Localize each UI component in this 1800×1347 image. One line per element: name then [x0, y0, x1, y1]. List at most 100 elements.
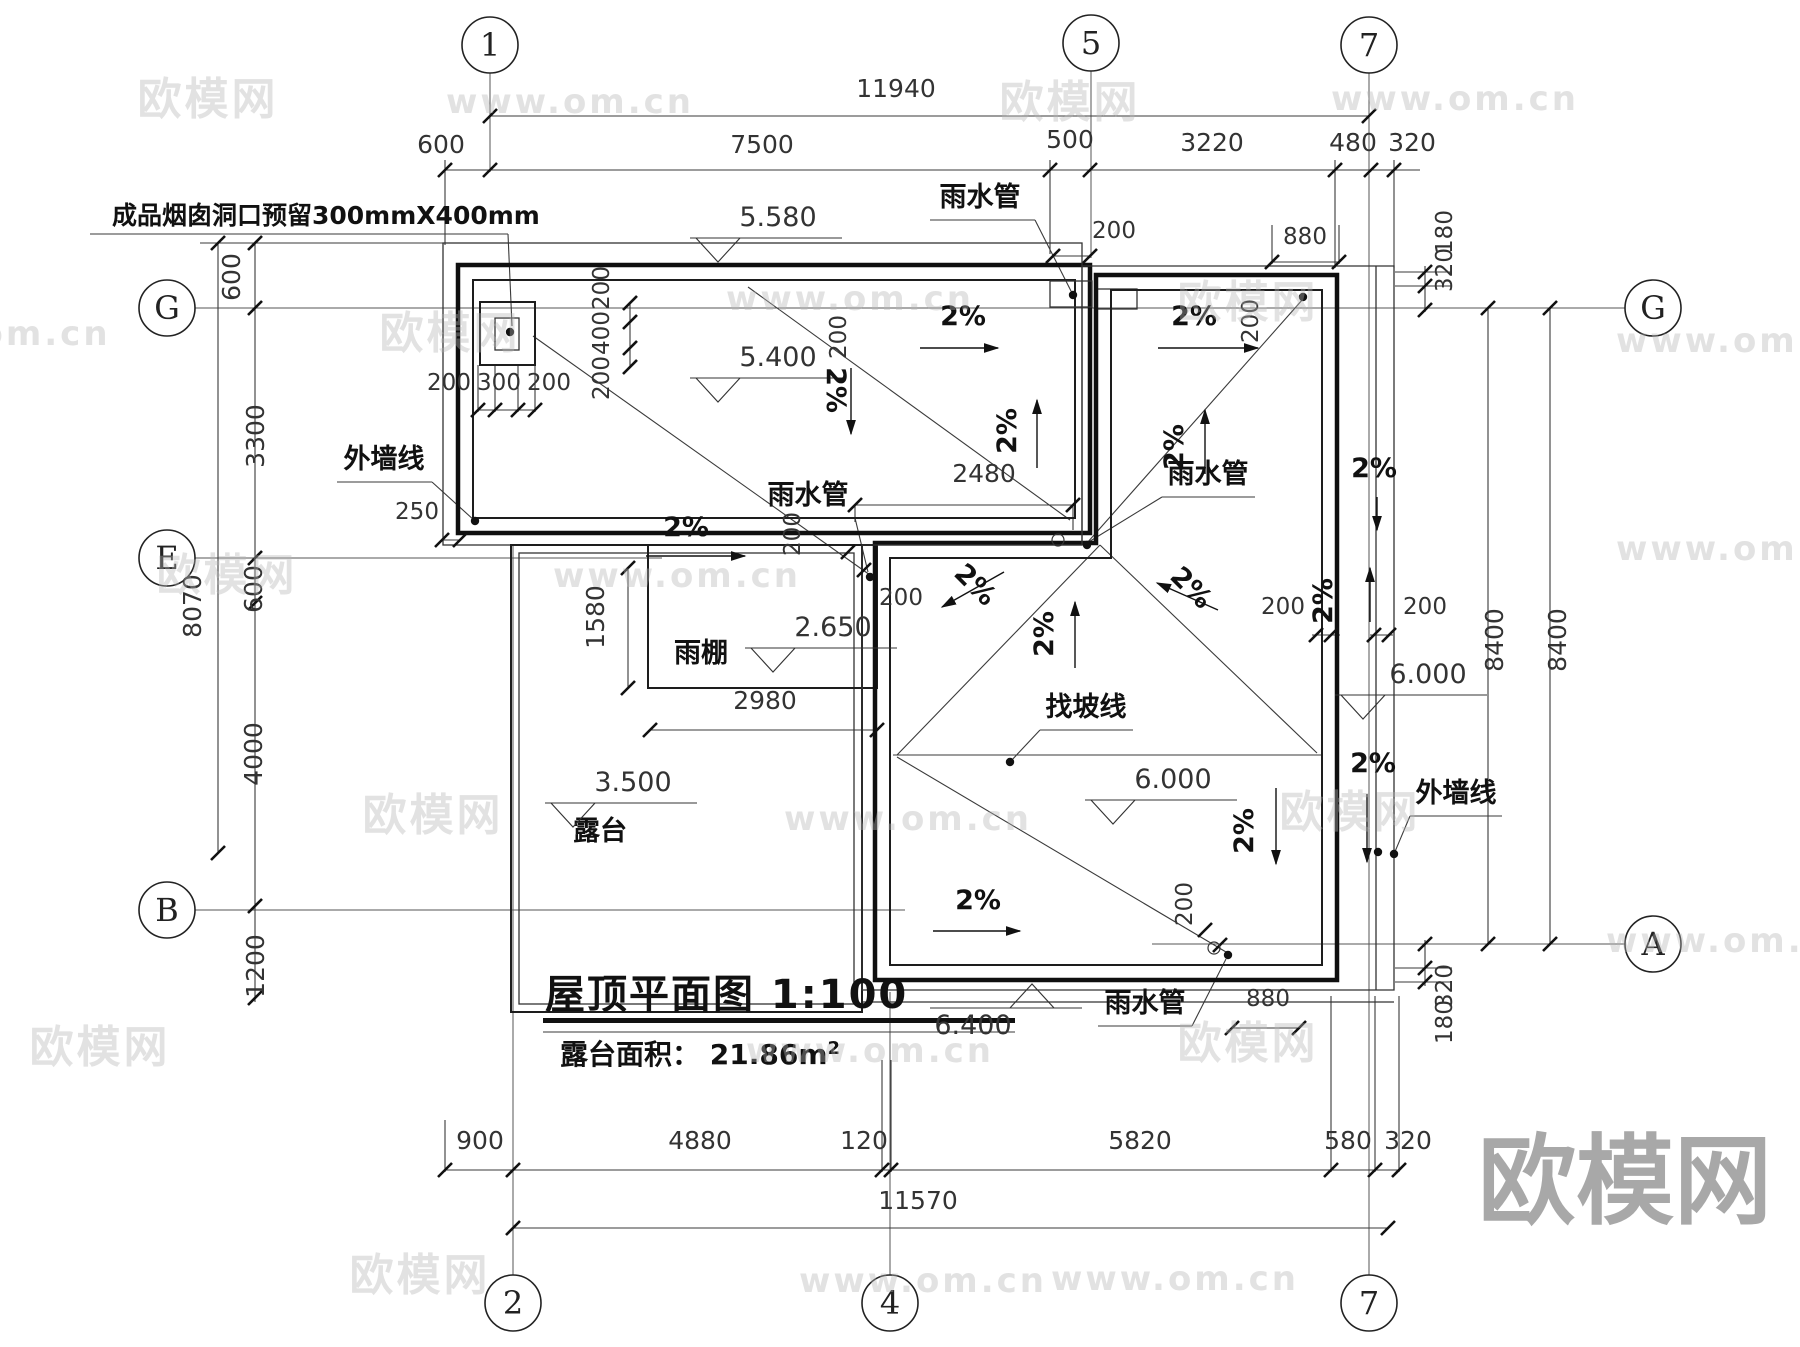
dim-tick [622, 314, 638, 330]
dim-tick [642, 722, 658, 738]
slope-annotation: 2% [948, 558, 1002, 612]
drain-dot [1082, 540, 1092, 550]
watermark: 欧模网 [1280, 787, 1421, 838]
dim-tick [1363, 162, 1379, 178]
grid-bubble [1340, 1274, 1398, 1332]
dim-tick [1417, 302, 1433, 318]
watermark: www.om.cn [446, 82, 694, 122]
watermark: www.om.cn [1616, 529, 1800, 569]
grid-bubble-label: 4 [880, 1284, 900, 1322]
dimension-text: 600 [417, 130, 465, 159]
watermark: www.om.cn [1606, 921, 1800, 961]
dim-tick [1391, 1162, 1407, 1178]
dim-tick [1264, 254, 1280, 270]
dimension-text: 200 [427, 370, 471, 396]
dim-tick [437, 162, 453, 178]
grid-bubble-label: G [1640, 289, 1666, 327]
drawing-line [1191, 958, 1227, 1027]
slope-annotation: 2% [1308, 578, 1339, 624]
dimension-text: 2480 [952, 459, 1016, 488]
watermark: 欧模网 [380, 308, 521, 359]
dimension-text: 320 [1432, 248, 1458, 292]
dimension-text: 880 [1246, 986, 1290, 1012]
annotation-label: 雨棚 [674, 638, 728, 669]
dim-tick [487, 402, 503, 418]
dimension-text: 580 [1324, 1126, 1372, 1155]
watermark: www.om.cn [1051, 1259, 1299, 1299]
dim-tick [505, 1162, 521, 1178]
level-triangle [1339, 694, 1387, 720]
dimension-text: 320 [1388, 128, 1436, 157]
dimension-text: 900 [456, 1126, 504, 1155]
dimension-text: 8400 [1543, 608, 1572, 672]
dim-tick [1417, 974, 1433, 990]
dim-tick [1308, 627, 1324, 643]
dim-tick [847, 497, 863, 513]
dimension-text: 880 [1283, 224, 1327, 250]
watermark: om.cn [0, 314, 111, 354]
drain-dot [1223, 950, 1233, 960]
dimension-text: 200 [1238, 299, 1264, 343]
annotation-label: 雨水管 [1168, 459, 1249, 490]
level-value: 3.500 [594, 767, 671, 798]
dim-tick [247, 898, 263, 914]
annotation-label: 雨水管 [940, 182, 1021, 213]
watermark: www.om.cn [1331, 79, 1579, 119]
dim-tick [1417, 278, 1433, 294]
dim-tick [1045, 248, 1061, 264]
dim-tick [1417, 960, 1433, 976]
slope-annotation: 2% [992, 408, 1023, 454]
slope-annotation: 2% [1171, 301, 1217, 332]
dimension-text: 1580 [581, 585, 610, 649]
drain-circle [1051, 533, 1065, 547]
grid-bubble-label: 7 [1359, 1284, 1379, 1322]
dim-tick [869, 722, 885, 738]
watermark: www.om.cn [784, 799, 1032, 839]
dimension-text: 320 [1432, 964, 1458, 1008]
level-triangle [1089, 799, 1137, 825]
outline-rect [455, 262, 1093, 536]
annotation-label: 找坡线 [1046, 692, 1127, 723]
slope-annotation: 2% [663, 512, 709, 543]
dim-tick [1065, 497, 1081, 513]
dim-tick [247, 550, 263, 566]
dim-tick [510, 402, 526, 418]
watermark: www.om.cn [746, 1031, 994, 1071]
grid-bubble [484, 1274, 542, 1332]
dim-tick [505, 1220, 521, 1236]
drawing-line [1099, 544, 1318, 754]
level-triangle [1008, 983, 1056, 1009]
grid-bubble [861, 1274, 919, 1332]
dim-tick [1082, 162, 1098, 178]
slope-annotation: 2% [1029, 611, 1060, 657]
dim-tick [452, 532, 468, 548]
dim-tick [210, 845, 226, 861]
dim-tick [1331, 254, 1347, 270]
terrace-area-note: 露台面积： 21.86m2 [560, 1038, 840, 1071]
grid-bubble [461, 16, 519, 74]
dimension-text: 180 [1432, 1000, 1458, 1044]
slope-annotation: 2% [820, 367, 851, 413]
slope-annotation: 2% [1159, 424, 1190, 470]
dimension-text: 200 [1172, 882, 1198, 926]
dim-tick [1480, 936, 1496, 952]
dim-tick [1417, 936, 1433, 952]
dim-tick [482, 162, 498, 178]
watermark: 欧模网 [350, 1250, 491, 1301]
dim-tick [622, 295, 638, 311]
dimension-text: 5820 [1108, 1126, 1172, 1155]
grid-bubble-label: 2 [503, 1284, 523, 1322]
drain-dot [505, 327, 515, 337]
dim-tick [527, 402, 543, 418]
dimension-text: 120 [840, 1126, 888, 1155]
dim-tick [1366, 627, 1382, 643]
grid-bubble-label: B [155, 891, 179, 929]
dim-tick [622, 340, 638, 356]
drawing-line [896, 756, 1227, 953]
drawing-line [1009, 729, 1041, 763]
dimension-text: 2980 [733, 686, 797, 715]
watermark: www.om.cn [553, 556, 801, 596]
dim-tick [856, 562, 872, 578]
slope-annotation: 2% [1351, 453, 1397, 484]
dimension-text: 200 [780, 512, 806, 556]
